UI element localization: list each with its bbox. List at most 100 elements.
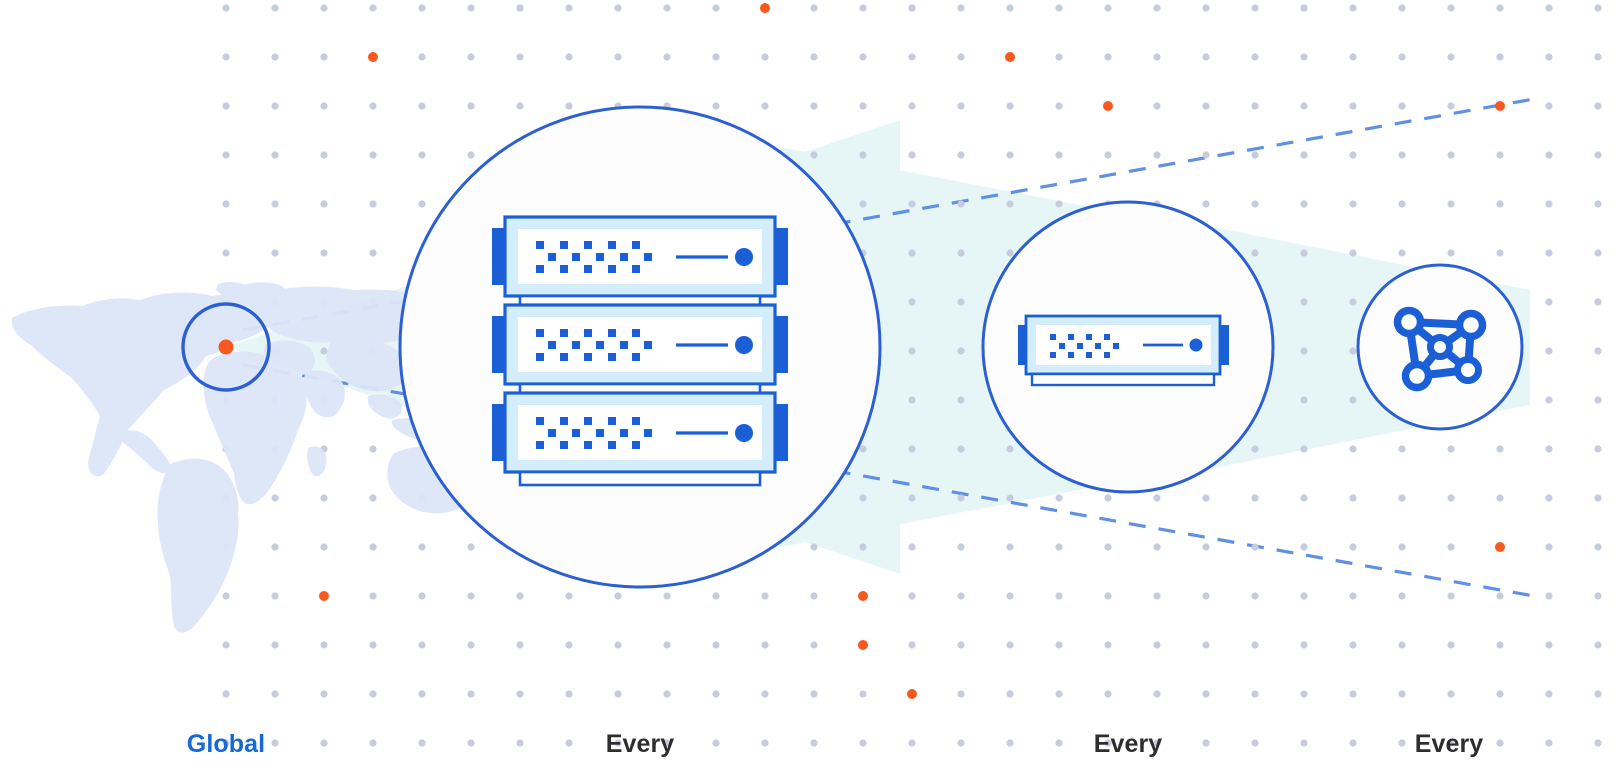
grid-dot: [467, 690, 475, 698]
grid-dot: [1251, 249, 1259, 257]
grid-dot-accent: [1005, 52, 1015, 62]
server-base-bar: [518, 470, 762, 487]
grid-dot: [859, 151, 867, 159]
grid-dot: [1349, 298, 1357, 306]
grid-dot-accent: [1103, 101, 1113, 111]
grid-dot: [1300, 396, 1308, 404]
grid-dot: [1496, 200, 1504, 208]
grid-dot: [1251, 102, 1259, 110]
grid-dot: [516, 102, 524, 110]
grid-dot: [1104, 151, 1112, 159]
grid-dot: [1006, 592, 1014, 600]
grid-dot: [1055, 641, 1063, 649]
grid-dot: [712, 4, 720, 12]
grid-dot: [957, 396, 965, 404]
grid-dot: [1594, 592, 1602, 600]
server-circle: [981, 200, 1275, 494]
grid-dot: [565, 739, 573, 747]
grid-dot: [810, 690, 818, 698]
grid-dot: [1055, 200, 1063, 208]
grid-dot: [712, 690, 720, 698]
grid-dot: [1447, 690, 1455, 698]
grid-dot: [1202, 739, 1210, 747]
grid-dot: [1594, 347, 1602, 355]
grid-dot: [1006, 543, 1014, 551]
grid-dot: [1447, 200, 1455, 208]
grid-dot: [810, 641, 818, 649]
grid-dot: [222, 592, 230, 600]
grid-dot: [1349, 494, 1357, 502]
label-service: Every service: [1329, 668, 1569, 782]
grid-dot: [565, 102, 573, 110]
grid-dot: [1104, 739, 1112, 747]
grid-dot: [467, 543, 475, 551]
grid-dot: [1202, 690, 1210, 698]
grid-dot: [1594, 445, 1602, 453]
grid-dot: [1300, 445, 1308, 453]
grid-dot: [1398, 690, 1406, 698]
grid-dot: [1202, 543, 1210, 551]
grid-dot: [418, 200, 426, 208]
grid-dot: [1594, 494, 1602, 502]
grid-dot: [1545, 739, 1553, 747]
grid-dot: [1055, 494, 1063, 502]
grid-dot: [418, 690, 426, 698]
grid-dot: [908, 102, 916, 110]
grid-dot: [1594, 543, 1602, 551]
grid-dot-accent: [1495, 101, 1505, 111]
grid-dot: [663, 4, 671, 12]
grid-dot: [1104, 53, 1112, 61]
grid-dot: [1349, 4, 1357, 12]
grid-dot: [222, 739, 230, 747]
grid-dot: [663, 53, 671, 61]
grid-dot: [1594, 4, 1602, 12]
grid-dot: [957, 690, 965, 698]
grid-dot: [1594, 641, 1602, 649]
service-node[interactable]: [1356, 263, 1524, 431]
grid-dot: [1300, 102, 1308, 110]
grid-dot: [369, 494, 377, 502]
grid-dot: [1251, 739, 1259, 747]
grid-dot: [1447, 102, 1455, 110]
grid-dot: [418, 151, 426, 159]
label-global-network: Global network: [126, 668, 326, 782]
grid-dot: [565, 4, 573, 12]
grid-dot-accent: [1495, 542, 1505, 552]
grid-dot: [1398, 739, 1406, 747]
data-center-node[interactable]: [398, 105, 882, 589]
grid-dot: [1202, 494, 1210, 502]
grid-dot: [467, 102, 475, 110]
grid-dot: [565, 592, 573, 600]
grid-dot: [1349, 53, 1357, 61]
server-unit: [492, 215, 788, 311]
server-node[interactable]: [981, 200, 1275, 494]
grid-dot: [614, 592, 622, 600]
grid-dot: [1251, 641, 1259, 649]
grid-dot: [957, 347, 965, 355]
server-base-bar: [1030, 372, 1216, 387]
grid-dot: [320, 4, 328, 12]
grid-dot: [222, 690, 230, 698]
grid-dot: [761, 592, 769, 600]
grid-dot: [1153, 151, 1161, 159]
grid-dot: [1594, 396, 1602, 404]
grid-dot: [1300, 200, 1308, 208]
grid-dot: [1545, 200, 1553, 208]
grid-dot: [1300, 690, 1308, 698]
grid-dot: [663, 641, 671, 649]
grid-dot: [418, 543, 426, 551]
grid-dot: [271, 543, 279, 551]
grid-dot: [859, 739, 867, 747]
global-network-node[interactable]: [181, 302, 271, 392]
grid-dot: [810, 739, 818, 747]
grid-dot: [369, 641, 377, 649]
grid-dot: [957, 298, 965, 306]
grid-dot: [516, 4, 524, 12]
grid-dot: [1300, 347, 1308, 355]
grid-dot: [810, 543, 818, 551]
grid-dot: [1349, 690, 1357, 698]
grid-dot: [859, 445, 867, 453]
grid-dot: [1496, 641, 1504, 649]
grid-dot: [1202, 102, 1210, 110]
